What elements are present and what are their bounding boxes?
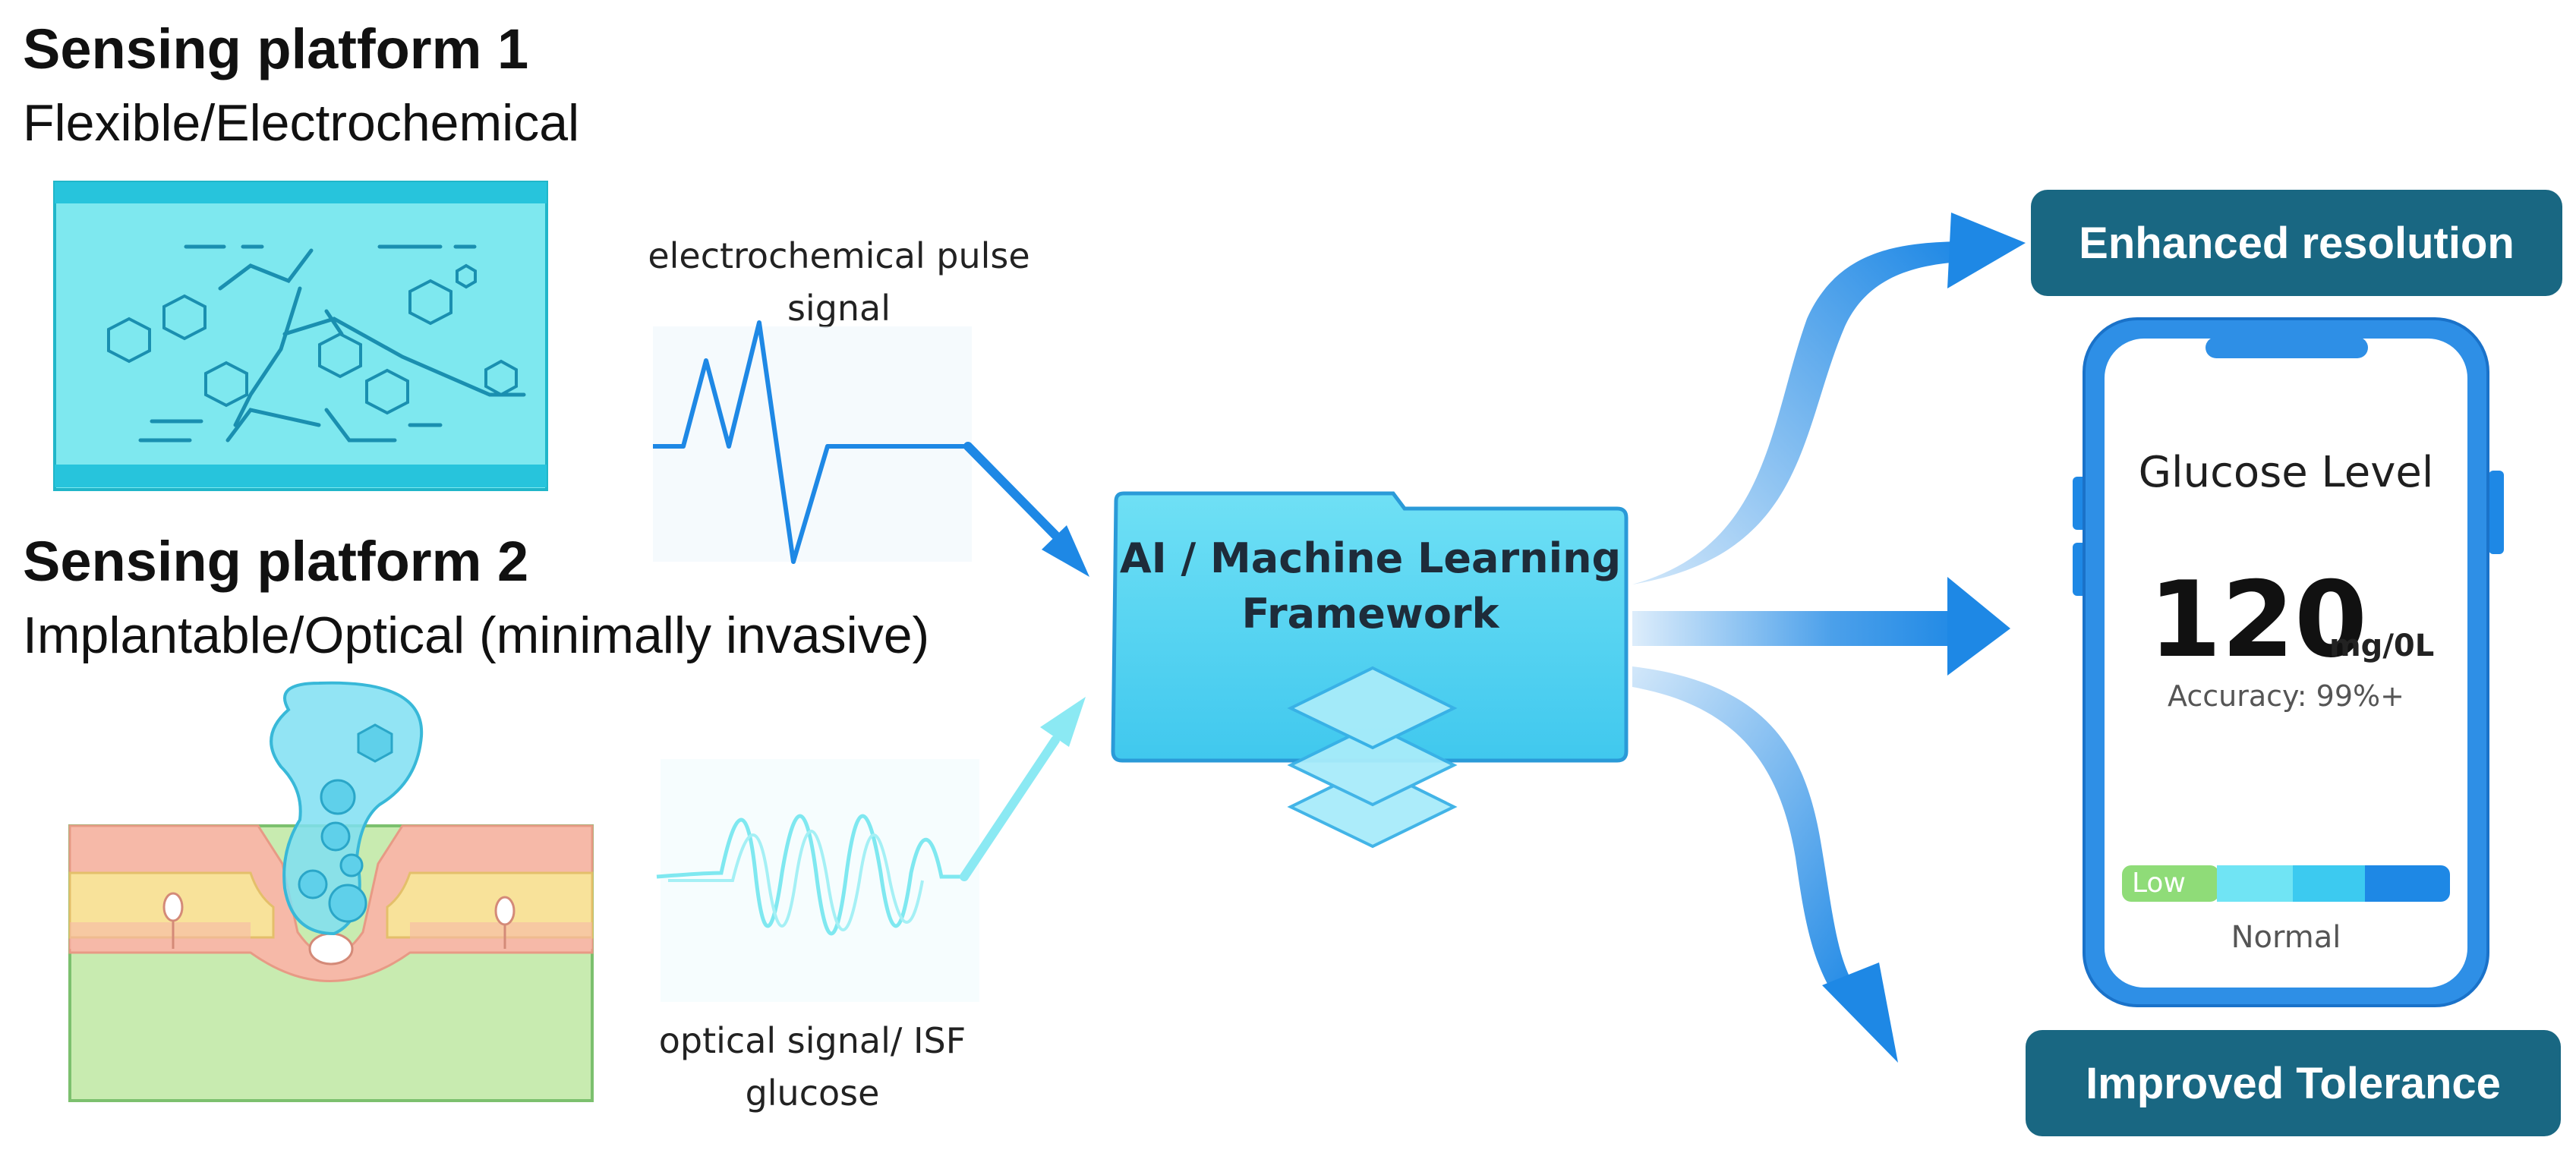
electrochemical-waveform (653, 320, 1089, 577)
implantable-sensor-illustration (68, 681, 594, 1102)
scale-low-label: Low (2132, 868, 2186, 899)
glucose-value: 120 (2149, 559, 2368, 681)
optical-signal-label: optical signal/ ISF glucose (658, 1020, 966, 1114)
improved-tolerance-badge: Improved Tolerance (2026, 1030, 2561, 1136)
smartphone (2073, 317, 2504, 1007)
platform2-subtitle: Implantable/Optical (minimally invasive) (23, 606, 930, 664)
glucose-unit: mg/0L (2329, 628, 2435, 663)
ai-framework-title-line2: Framework (1241, 589, 1499, 638)
accuracy-text: Accuracy: 99%+ (2168, 679, 2404, 713)
optical-waveform (656, 697, 1086, 1002)
status-normal-label: Normal (2231, 920, 2341, 955)
glucose-heading: Glucose Level (2138, 448, 2434, 497)
flexible-sensor-illustration (53, 181, 548, 491)
ai-framework-title-line1: AI / Machine Learning (1119, 534, 1622, 582)
electrochemical-signal-label: electrochemical pulse signal (648, 235, 1030, 329)
output-arrows (1632, 213, 2026, 1063)
platform1-title: Sensing platform 1 (23, 17, 529, 80)
enhanced-resolution-badge: Enhanced resolution (2031, 190, 2562, 296)
platform1-subtitle: Flexible/Electrochemical (23, 94, 580, 152)
platform2-title: Sensing platform 2 (23, 530, 529, 593)
ai-framework-box (1111, 491, 1629, 849)
